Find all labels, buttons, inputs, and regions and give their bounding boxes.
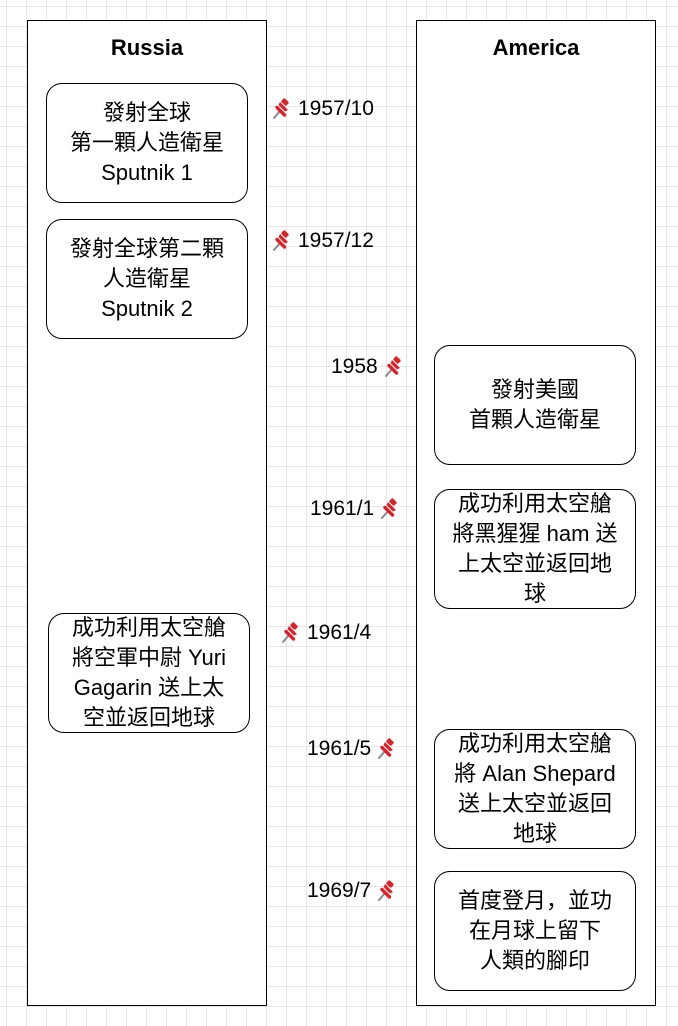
- date-text: 1969/7: [307, 879, 372, 902]
- date-label-1969-7: 1969/7: [307, 879, 397, 903]
- date-text: 1958: [331, 355, 378, 378]
- event-card-1961-5[interactable]: 成功利用太空艙 將 Alan Shepard 送上太空並返回 地球: [434, 729, 636, 849]
- pushpin-icon: [272, 98, 292, 120]
- pushpin-icon: [272, 230, 292, 252]
- pushpin-icon: [377, 738, 397, 760]
- lane-title-america: America: [492, 35, 580, 60]
- date-text: 1961/4: [307, 621, 372, 644]
- event-card-1958[interactable]: 發射美國 首顆人造衛星: [434, 345, 636, 465]
- date-label-1961-1: 1961/1: [310, 497, 400, 521]
- date-label-1957-10: 1957/10: [272, 97, 374, 121]
- event-card-1957-12[interactable]: 發射全球第二顆 人造衛星 Sputnik 2: [46, 219, 248, 339]
- date-text: 1961/1: [310, 497, 375, 520]
- date-text: 1957/12: [298, 229, 374, 252]
- event-card-1961-4[interactable]: 成功利用太空艙 將空軍中尉 Yuri Gagarin 送上太 空並返回地球: [48, 613, 250, 733]
- date-label-1958: 1958: [331, 355, 404, 379]
- pushpin-icon: [377, 880, 397, 902]
- pushpin-icon: [384, 356, 404, 378]
- lane-title-russia: Russia: [110, 35, 184, 60]
- event-card-1961-1[interactable]: 成功利用太空艙 將黑猩猩 ham 送 上太空並返回地 球: [434, 489, 636, 609]
- date-label-1961-5: 1961/5: [307, 737, 397, 761]
- date-text: 1961/5: [307, 737, 372, 760]
- pushpin-icon: [380, 498, 400, 520]
- date-label-1961-4: 1961/4: [281, 621, 371, 645]
- date-label-1957-12: 1957/12: [272, 229, 374, 253]
- date-text: 1957/10: [298, 97, 374, 120]
- pushpin-icon: [281, 622, 301, 644]
- event-card-1957-10[interactable]: 發射全球 第一顆人造衛星 Sputnik 1: [46, 83, 248, 203]
- event-card-1969-7[interactable]: 首度登月，並功 在月球上留下 人類的腳印: [434, 871, 636, 991]
